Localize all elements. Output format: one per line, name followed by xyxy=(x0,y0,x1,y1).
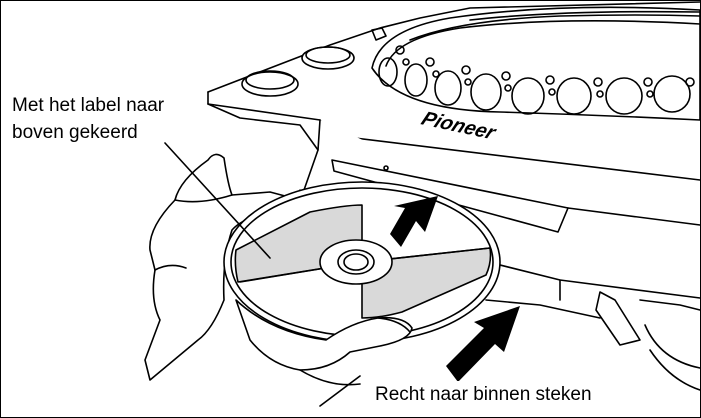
insert-arrow-upper xyxy=(390,196,438,247)
insert-arrow-lower xyxy=(446,306,520,382)
leader-line-insert xyxy=(319,375,361,407)
brand-logo: Pioneer xyxy=(418,108,500,144)
leader-line-label xyxy=(164,142,271,259)
jog-wheel xyxy=(371,6,701,121)
play-button xyxy=(241,71,299,97)
label-side-line2: boven gekeerd xyxy=(12,119,138,146)
insert-instruction: Recht naar binnen steken xyxy=(375,381,592,408)
disc-slot xyxy=(331,159,569,233)
label-side-line1: Met het label naar xyxy=(12,92,165,119)
player-side xyxy=(207,103,319,151)
